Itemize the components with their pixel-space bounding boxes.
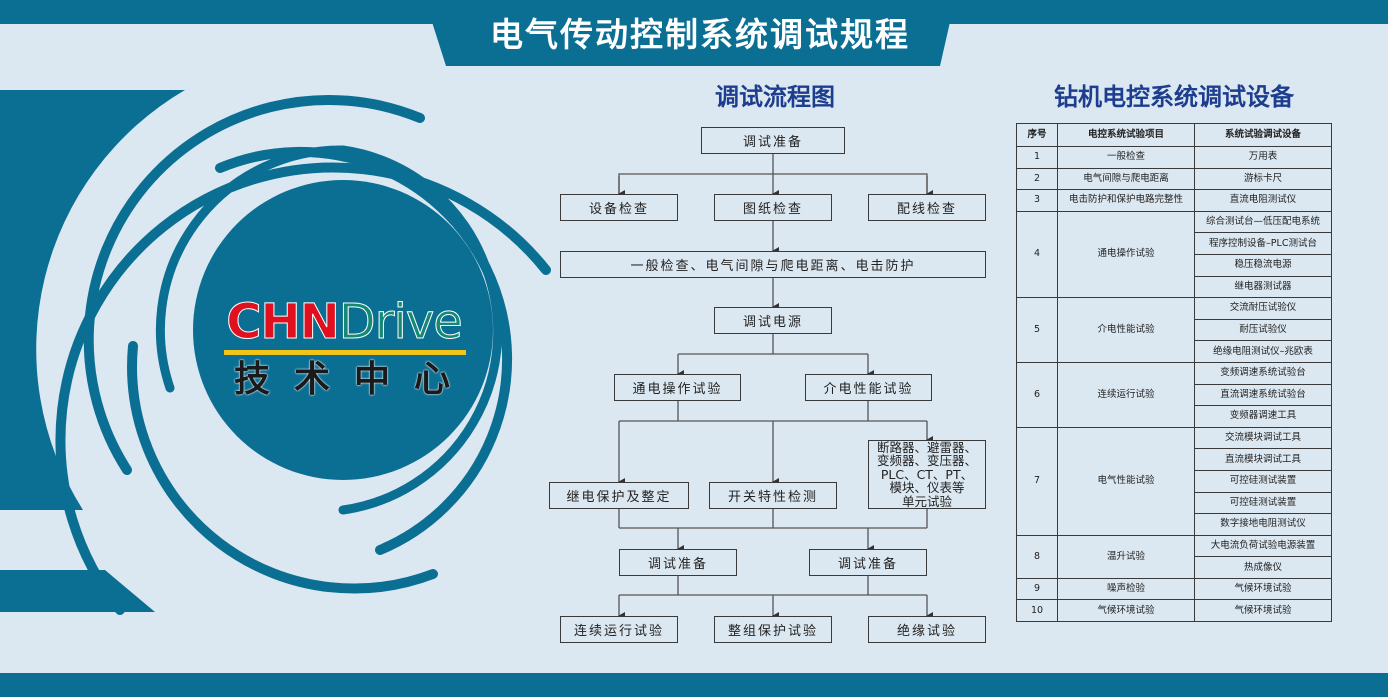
table-row: 3 电击防护和保护电路完整性 直流电阻测试仪 — [1016, 189, 1332, 212]
flow-node-group-protection: 整组保护试验 — [714, 616, 832, 643]
row-device: 稳压稳流电源 — [1194, 253, 1332, 277]
row-device: 数字接地电阻测试仪 — [1194, 513, 1332, 536]
row-device: 直流模块调试工具 — [1194, 448, 1332, 471]
row-item: 气候环境试验 — [1057, 599, 1195, 623]
row-item: 电气间隙与爬电距离 — [1057, 167, 1195, 191]
row-no: 7 — [1016, 426, 1058, 536]
row-device: 气候环境试验 — [1194, 599, 1332, 623]
row-no: 8 — [1016, 534, 1058, 579]
equipment-table-title: 钻机电控系统调试设备 — [1054, 83, 1294, 111]
table-row: 1 一般检查 万用表 — [1016, 146, 1332, 169]
page-title: 电气传动控制系统调试规程 — [490, 15, 910, 54]
logo-text-red: CHN — [226, 294, 341, 351]
logo-subtitle: 技术中心 — [234, 359, 475, 400]
row-device: 耐压试验仪 — [1194, 318, 1332, 342]
row-no: 4 — [1016, 210, 1058, 299]
row-item: 通电操作试验 — [1057, 210, 1195, 299]
row-no: 5 — [1016, 297, 1058, 363]
title-banner — [432, 0, 950, 66]
table-row: 5 介电性能试验 交流耐压试验仪 — [1016, 297, 1332, 363]
row-device: 变频调速系统试验台 — [1194, 361, 1332, 385]
row-device: 绝缘电阻测试仪–兆欧表 — [1194, 340, 1332, 363]
row-no: 10 — [1016, 599, 1058, 623]
table-row: 4 通电操作试验 综合测试台—低压配电系统 — [1016, 210, 1332, 299]
flow-node-drawing-check: 图纸检查 — [714, 194, 832, 221]
row-no: 6 — [1016, 361, 1058, 428]
row-device: 变频器调速工具 — [1194, 405, 1332, 428]
equipment-table: 序号 电控系统试验项目 系统试验调试设备 1 一般检查 万用表 2 电气间隙与爬… — [1016, 123, 1332, 623]
table-header-row: 序号 电控系统试验项目 系统试验调试设备 — [1016, 123, 1332, 147]
table-row: 8 温升试验 大电流负荷试验电源装置 — [1016, 534, 1332, 579]
row-device: 程序控制设备–PLC测试台 — [1194, 232, 1332, 255]
row-device: 继电器测试器 — [1194, 275, 1332, 299]
row-item: 电气性能试验 — [1057, 426, 1195, 536]
bottom-band — [0, 673, 1388, 697]
flow-node-unit-test: 断路器、避雷器、 变频器、变压器、 PLC、CT、PT、 模块、仪表等 单元试验 — [868, 440, 986, 509]
logo-text-green: Drive — [338, 294, 463, 351]
row-device: 万用表 — [1194, 146, 1332, 169]
flow-node-insulation: 绝缘试验 — [868, 616, 986, 643]
row-no: 1 — [1016, 146, 1058, 169]
table-row: 直流模块调试工具 — [1017, 448, 1332, 471]
decorative-circles-graphic — [0, 90, 551, 615]
table-row: 2 电气间隙与爬电距离 游标卡尺 — [1016, 167, 1332, 191]
row-device: 游标卡尺 — [1194, 167, 1332, 191]
flow-node-continuous-run: 连续运行试验 — [560, 616, 678, 643]
row-item: 介电性能试验 — [1057, 297, 1195, 363]
row-device: 大电流负荷试验电源装置 — [1194, 534, 1332, 558]
flow-node-switch-test: 开关特性检测 — [709, 482, 837, 509]
row-item: 一般检查 — [1057, 146, 1195, 169]
row-device: 直流电阻测试仪 — [1194, 189, 1332, 212]
row-device: 热成像仪 — [1194, 556, 1332, 579]
col-header-no: 序号 — [1016, 123, 1058, 147]
col-header-item: 电控系统试验项目 — [1057, 123, 1195, 147]
flow-node-relay-protection: 继电保护及整定 — [549, 482, 689, 509]
row-device: 交流模块调试工具 — [1194, 426, 1332, 450]
flow-node-equipment-check: 设备检查 — [560, 194, 678, 221]
logo-underline — [224, 350, 466, 355]
table-row: 7 电气性能试验 交流模块调试工具 — [1016, 426, 1332, 536]
flow-node-prep: 调试准备 — [701, 127, 845, 154]
row-no: 9 — [1016, 577, 1058, 601]
table-row: 程序控制设备–PLC测试台 — [1017, 232, 1332, 255]
row-device: 可控硅测试装置 — [1194, 491, 1332, 515]
flow-node-prep-left: 调试准备 — [619, 549, 737, 576]
row-device: 综合测试台—低压配电系统 — [1194, 210, 1332, 234]
table-row: 10 气候环境试验 气候环境试验 — [1016, 599, 1332, 623]
row-device: 可控硅测试装置 — [1194, 469, 1332, 493]
row-device: 交流耐压试验仪 — [1194, 297, 1332, 320]
row-device: 直流调速系统试验台 — [1194, 383, 1332, 407]
row-item: 电击防护和保护电路完整性 — [1057, 189, 1195, 212]
table-row: 9 噪声检验 气候环境试验 — [1016, 577, 1332, 601]
logo-wordmark: CHNDrive — [214, 294, 474, 351]
col-header-devices: 系统试验调试设备 — [1194, 123, 1332, 147]
flow-node-power: 调试电源 — [714, 307, 832, 334]
flow-node-dielectric-test: 介电性能试验 — [805, 374, 932, 401]
flow-node-prep-right: 调试准备 — [809, 549, 927, 576]
flow-node-energize-test: 通电操作试验 — [614, 374, 741, 401]
row-item: 温升试验 — [1057, 534, 1195, 579]
flow-node-wiring-check: 配线检查 — [868, 194, 986, 221]
row-no: 2 — [1016, 167, 1058, 191]
flowchart-title: 调试流程图 — [715, 83, 835, 111]
row-item: 噪声检验 — [1057, 577, 1195, 601]
table-row: 6 连续运行试验 变频调速系统试验台 — [1016, 361, 1332, 428]
flow-node-general-check: 一般检查、电气间隙与爬电距离、电击防护 — [560, 251, 986, 278]
row-no: 3 — [1016, 189, 1058, 212]
row-item: 连续运行试验 — [1057, 361, 1195, 428]
chndrive-logo: CHNDrive 技术中心 — [214, 294, 474, 414]
row-device: 气候环境试验 — [1194, 577, 1332, 601]
